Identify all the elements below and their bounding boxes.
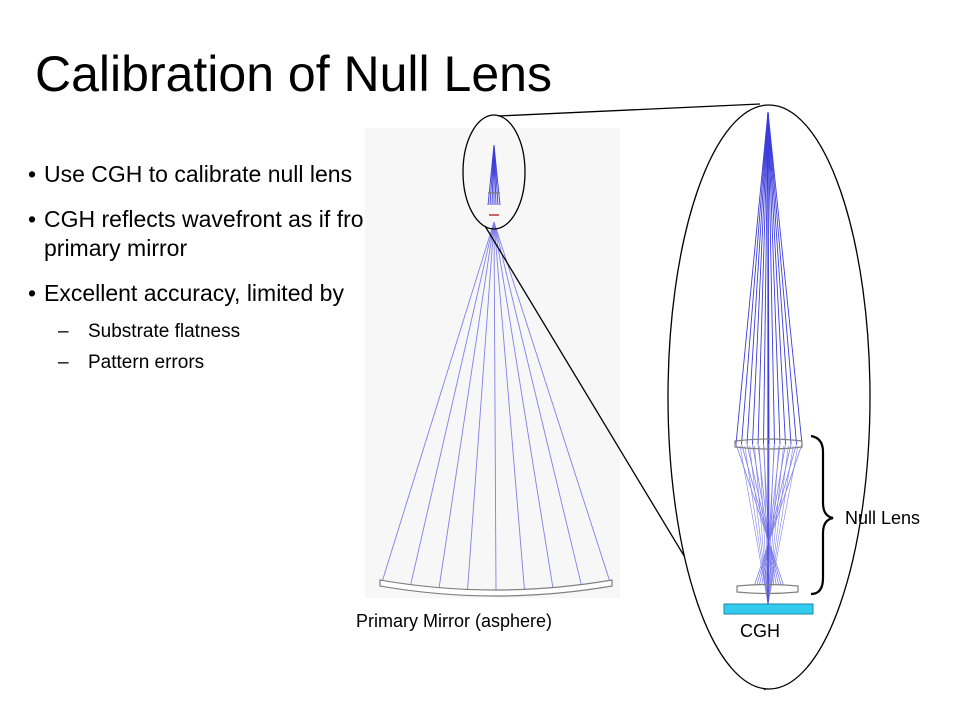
ray-trace-panel [365, 128, 620, 598]
bullet-text: Use CGH to calibrate null lens [44, 161, 353, 187]
null-lens-ray-trace [735, 111, 803, 605]
ray-line [767, 445, 789, 605]
bullet-list: • Use CGH to calibrate null lens • CGH r… [28, 160, 400, 378]
ray-line [767, 445, 794, 605]
sub-bullet-text: Substrate flatness [88, 321, 241, 342]
ray-line [767, 111, 792, 445]
ray-line [767, 445, 779, 605]
ray-line [767, 111, 781, 445]
primary-mirror-shape [379, 579, 613, 597]
dash-icon: – [58, 321, 69, 342]
bullet-text: Excellent accuracy, limited by [44, 280, 344, 306]
ray-line [752, 111, 769, 445]
bullet-item: • Use CGH to calibrate null lens [28, 160, 400, 189]
ray-line [493, 221, 497, 592]
ray-line [767, 445, 799, 605]
bullet-item: • CGH reflects wavefront as if from prim… [28, 205, 400, 263]
ray-line [767, 445, 784, 605]
ray-line [493, 221, 582, 586]
primary-mirror-label: Primary Mirror (asphere) [356, 611, 553, 631]
ray-line [493, 221, 554, 589]
ray-line [759, 445, 769, 605]
zoom-connector-top [497, 103, 761, 117]
bullet-item: • Excellent accuracy, limited by [28, 279, 400, 308]
sub-bullet-list: – Substrate flatness – Pattern errors [30, 316, 400, 378]
ray-line [746, 111, 769, 445]
null-lens-element-upper [734, 438, 803, 450]
cgh-label: CGH [740, 621, 780, 641]
null-lens-element-lower [736, 583, 799, 595]
ray-line [767, 111, 786, 445]
bullet-dot-icon: • [28, 206, 37, 232]
ray-line [767, 111, 775, 445]
bullet-text: CGH reflects wavefront as if from primar… [44, 206, 383, 261]
ray-line [493, 144, 501, 206]
ray-line [767, 111, 797, 445]
zoom-source-ellipse [462, 114, 526, 230]
sub-bullet-item: – Substrate flatness [30, 316, 400, 347]
ray-line [735, 111, 769, 445]
sub-bullet-text: Pattern errors [88, 352, 205, 373]
ray-line [763, 111, 769, 445]
primary-mirror-ray-fan [381, 144, 611, 592]
null-lens-elements [734, 438, 803, 595]
ray-line [438, 221, 495, 589]
ray-line [467, 221, 495, 591]
page-title: Calibration of Null Lens [35, 46, 552, 102]
ray-line [744, 445, 769, 605]
dash-icon: – [58, 352, 69, 373]
cgh-plate [723, 603, 814, 615]
ray-line [757, 111, 769, 445]
ray-line [381, 221, 495, 583]
ray-line [754, 445, 769, 605]
ray-line [493, 221, 611, 583]
bullet-dot-icon: • [28, 280, 37, 306]
ray-line [767, 111, 803, 445]
null-lens-label: Null Lens [845, 508, 921, 528]
ray-line [493, 221, 525, 591]
ray-line [741, 111, 769, 445]
small-null-lens-marks [488, 192, 500, 216]
bullet-dot-icon: • [28, 161, 37, 187]
sub-bullet-item: – Pattern errors [30, 347, 400, 378]
ray-line [410, 221, 495, 586]
null-lens-brace [810, 434, 834, 596]
